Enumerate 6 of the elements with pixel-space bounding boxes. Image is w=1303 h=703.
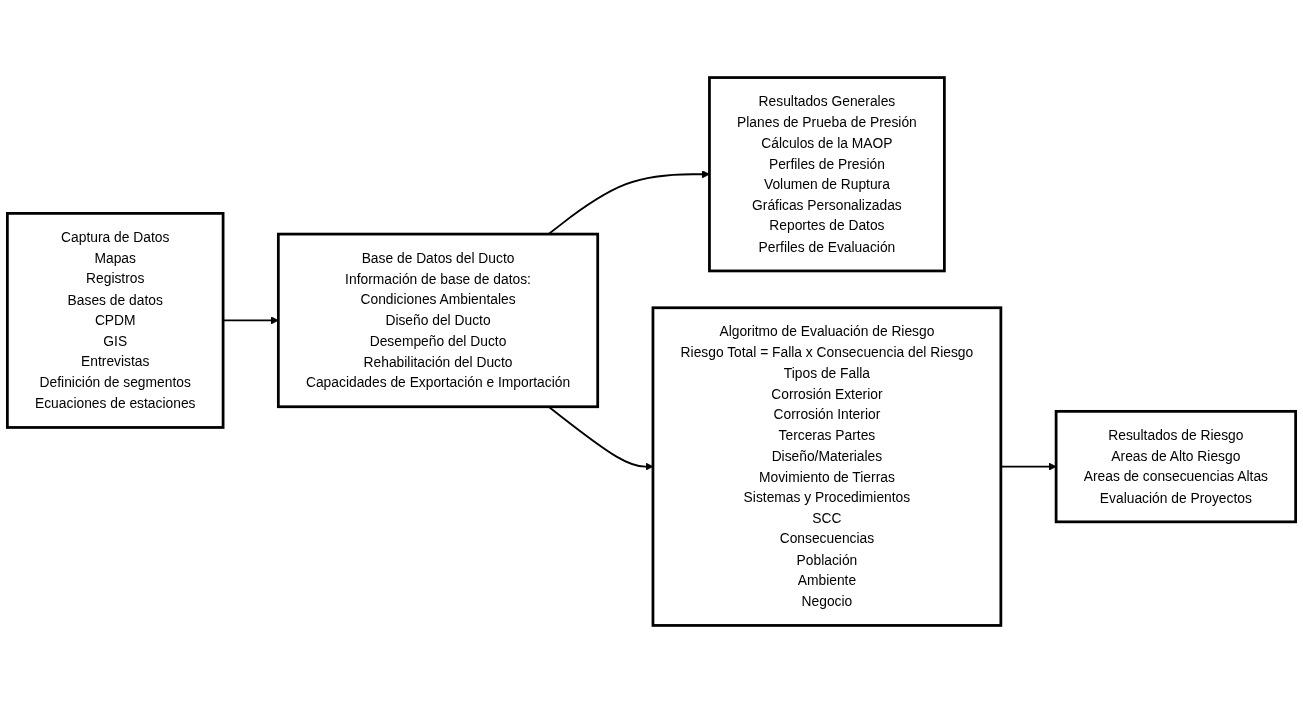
arrow [547, 170, 710, 235]
node-box: Captura de Datos Mapas Registros Bases de datos CPDM GIS Entrevistas Definición de segmentos Ecuaciones de estaciones [6, 212, 225, 429]
node-box: Base de Datos del Ducto Información de base de datos: Condiciones Ambientales Diseño del Ducto Desempeño del Ducto Rehabilitación del Ducto Capacidades de Exportación e Importación [276, 232, 600, 409]
node-box: Resultados Generales Planes de Prueba de Presión Cálculos de la MAOP Perfiles de Presión Volumen de Ruptura Gráficas Personalizadas Reportes de Datos Perfiles de Evaluación [708, 76, 946, 273]
node-box: Resultados de Riesgo Areas de Alto Riesgo Areas de consecuencias Altas Evaluación de Proyectos [1054, 409, 1297, 524]
node-box: Algoritmo de Evaluación de Riesgo Riesgo Total = Falla x Consecuencia del Riesgo Tipos de Falla Corrosión Exterior Corrosión Interior Terceras Partes Diseño/Materiales Movimiento de Tierras Sistemas y Procedimientos SCC Consecuencias Población Ambiente Negocio [651, 306, 1003, 627]
